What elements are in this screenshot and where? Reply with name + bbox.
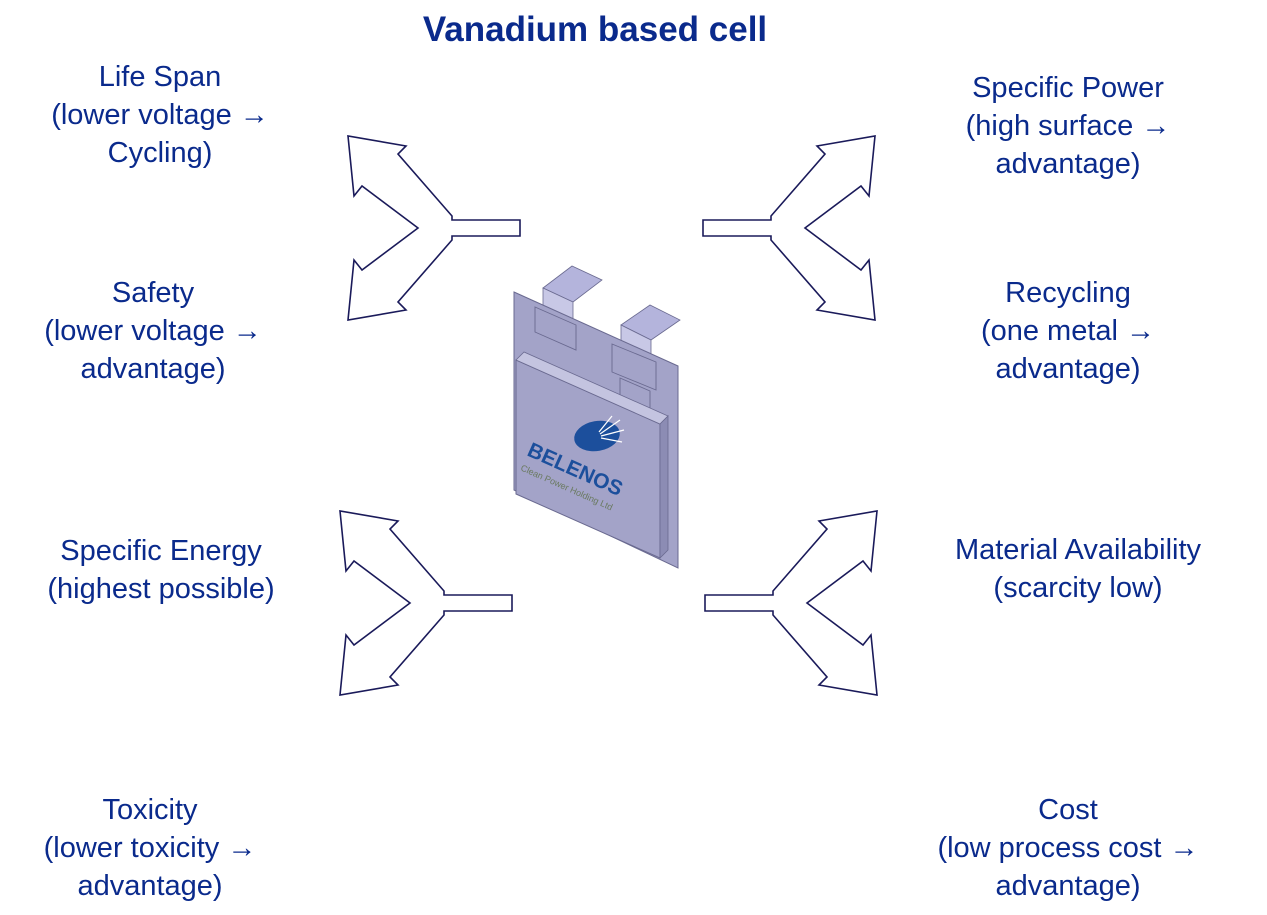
label-line: (lower voltage → bbox=[51, 99, 269, 131]
label-line: (scarcity low) bbox=[993, 572, 1163, 604]
label-cost: Cost (low process cost → advantage) bbox=[918, 791, 1218, 905]
cell-body-side-edge bbox=[659, 415, 669, 559]
tab-seal-right bbox=[611, 343, 657, 391]
label-line: advantage) bbox=[80, 353, 226, 385]
label-recycling: Recycling (one metal → advantage) bbox=[928, 274, 1208, 388]
label-specific-power: Specific Power (high surface → advantage… bbox=[928, 69, 1208, 183]
diagram-title: Vanadium based cell bbox=[422, 10, 768, 49]
label-line: Cycling) bbox=[107, 137, 213, 169]
label-safety: Safety (lower voltage → advantage) bbox=[13, 274, 293, 388]
label-line: advantage) bbox=[995, 870, 1141, 902]
label-line: Toxicity bbox=[102, 794, 198, 826]
label-line: Material Availability bbox=[954, 534, 1202, 566]
label-line: (lower toxicity → bbox=[43, 832, 257, 864]
label-line: (one metal → bbox=[980, 315, 1156, 347]
label-line: Specific Energy bbox=[60, 535, 262, 567]
label-line: (low process cost → bbox=[937, 832, 1199, 864]
label-line: advantage) bbox=[995, 148, 1141, 180]
label-line: advantage) bbox=[995, 353, 1141, 385]
label-life-span: Life Span (lower voltage → Cycling) bbox=[20, 58, 300, 172]
label-material-availability: Material Availability (scarcity low) bbox=[928, 531, 1228, 607]
label-line: Recycling bbox=[1005, 277, 1131, 309]
label-line: Cost bbox=[1038, 794, 1098, 826]
label-toxicity: Toxicity (lower toxicity → advantage) bbox=[10, 791, 290, 905]
label-line: advantage) bbox=[77, 870, 223, 902]
label-line: (highest possible) bbox=[47, 573, 275, 605]
label-specific-energy: Specific Energy (highest possible) bbox=[11, 532, 311, 608]
globe-sunburst-icon bbox=[574, 415, 625, 452]
label-line: Life Span bbox=[98, 61, 222, 93]
label-line: (high surface → bbox=[965, 110, 1171, 142]
label-line: Specific Power bbox=[972, 72, 1164, 104]
label-line: (lower voltage → bbox=[44, 315, 262, 347]
label-line: Safety bbox=[111, 277, 195, 309]
tab-seal-left bbox=[534, 306, 577, 351]
